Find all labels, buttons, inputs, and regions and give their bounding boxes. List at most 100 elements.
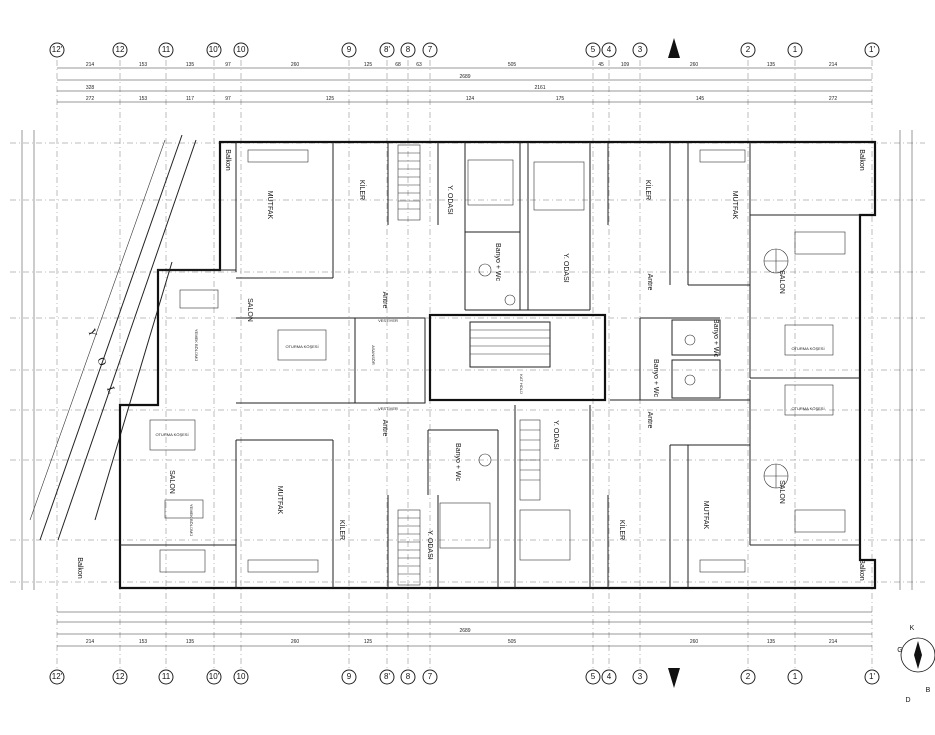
dim-value: 135	[767, 639, 776, 645]
axis-label: 8	[406, 45, 411, 54]
compass-letter-g: G	[897, 647, 902, 654]
axis-label: 1	[793, 45, 798, 54]
horizontal-grid-lines	[10, 142, 925, 583]
axis-label: 3	[638, 45, 643, 54]
room-label-balkon-top-right: Balkon	[858, 149, 865, 171]
street-label: Y O L	[85, 327, 120, 405]
room-label-vestiyer-top: VESTİYER	[378, 318, 398, 323]
room-label-salon-top-right: SALON	[778, 270, 785, 294]
dim-value: 272	[86, 96, 95, 102]
axis-label: 12	[116, 672, 125, 681]
room-label-banyo-top: Banyo + Wc	[494, 243, 501, 281]
room-label-antre-bottom-left: Antre	[381, 420, 388, 437]
dim-value: 214	[86, 62, 95, 68]
room-label-oturma-3: OTURMA KÖŞESİ	[791, 346, 824, 351]
dim-value: 125	[326, 96, 335, 102]
dim-value: 260	[291, 639, 300, 645]
room-label-balkon-top-left: Balkon	[224, 149, 231, 171]
side-dimensions	[21, 130, 913, 590]
axis-label: 4	[607, 45, 612, 54]
dim-value: 153	[139, 639, 148, 645]
room-label-mutfak-bottom-left: MUTFAK	[276, 486, 283, 515]
room-label-banyo-mid: Banyo + Wc	[652, 359, 659, 397]
dim-value: 135	[186, 62, 195, 68]
room-label-oturma-2: OTURMA KÖŞESİ	[155, 432, 188, 437]
dim-value: 260	[291, 62, 300, 68]
dim-value: 125	[364, 62, 373, 68]
dim-value: 45	[598, 62, 604, 68]
room-label-antre-bottom-right: Antre	[646, 412, 653, 429]
room-label-yodasi-top-right: Y. ODASI	[562, 253, 569, 282]
axis-label: 2	[746, 672, 751, 681]
room-label-asansor: ASANSÖR	[371, 345, 376, 365]
dim-value: 68	[395, 62, 401, 68]
interior-walls	[120, 142, 860, 588]
axis-label: 4	[607, 672, 612, 681]
stairs	[397, 144, 541, 586]
top-dimensions: 214 153 135 97 260 125 68 63 505 45 109 …	[57, 62, 872, 103]
room-labels: Balkon Balkon Balkon Balkon MUTFAK MUTFA…	[76, 149, 865, 581]
axis-label: 9	[347, 672, 352, 681]
dim-value: 135	[186, 639, 195, 645]
dim-value: 272	[829, 96, 838, 102]
axis-label: 12'	[52, 45, 63, 54]
dim-value: 214	[829, 639, 838, 645]
dim-value: 109	[621, 62, 630, 68]
room-label-yodasi-bottom-left: Y. ODASI	[426, 530, 433, 559]
axis-label: 8'	[384, 672, 390, 681]
dim-value: 260	[690, 62, 699, 68]
dim-value: 97	[225, 62, 231, 68]
axis-label: 11	[162, 672, 171, 681]
dim-value: 328	[86, 85, 95, 91]
axis-label: 5	[591, 672, 596, 681]
dim-value: 505	[508, 639, 517, 645]
axis-label: 5	[591, 45, 596, 54]
room-label-yemek-2: YEMEK BÖLÜMÜ	[189, 504, 194, 536]
room-label-banyo-bottom: Banyo + Wc	[454, 443, 461, 481]
axis-label: 1'	[869, 45, 875, 54]
room-label-antre-top-left: Antre	[381, 292, 388, 309]
room-label-antre-top-right: Antre	[646, 274, 653, 291]
compass-letter-d: D	[905, 697, 910, 704]
dim-value: 117	[186, 96, 194, 102]
room-label-kiler-top-left: KİLER	[358, 180, 367, 200]
axis-label: 10	[237, 672, 246, 681]
dim-value: 214	[829, 62, 838, 68]
bottom-axis-markers: 12' 12 11 10' 10 9 8' 8 7 5 4 3 2 1 1'	[49, 668, 880, 688]
room-label-balkon-bottom-left: Balkon	[76, 557, 83, 579]
dim-value: 153	[139, 62, 148, 68]
room-label-oturma-1: OTURMA KÖŞESİ	[285, 344, 318, 349]
axis-label: 10	[237, 45, 246, 54]
dim-value: 260	[690, 639, 699, 645]
room-label-kat-holu: KAT HOLÜ	[519, 374, 524, 394]
room-label-kiler-bottom-right: KİLER	[618, 520, 627, 540]
axis-label: 1'	[869, 672, 875, 681]
bottom-dimensions: 214 153 135 260 125 505 260 135 214 2689	[57, 611, 872, 647]
room-label-salon-left: SALON	[246, 298, 253, 322]
axis-label: 8	[406, 672, 411, 681]
compass-rose: K D G B	[897, 625, 935, 704]
room-label-balkon-bottom-right: Balkon	[858, 559, 865, 581]
dim-value: 63	[416, 62, 422, 68]
room-label-yodasi-top-left: Y. ODASI	[446, 185, 453, 214]
dim-value: 135	[767, 62, 776, 68]
axis-label: 3	[638, 672, 643, 681]
axis-label: 1	[793, 672, 798, 681]
dim-value: 153	[139, 96, 148, 102]
room-label-mutfak-top-left: MUTFAK	[266, 191, 273, 220]
dim-value: 124	[466, 96, 475, 102]
room-label-vestiyer-bottom: VESTİYER	[378, 406, 398, 411]
axis-label: 11	[162, 45, 171, 54]
dim-value: 97	[225, 96, 231, 102]
room-label-kiler-bottom-left: KİLER	[338, 520, 347, 540]
axis-label: 10'	[209, 45, 220, 54]
top-axis-markers: 12' 12 11 10' 10 9 8' 8 7 5 4 3 2 1 1'	[49, 38, 880, 58]
room-label-oturma-4: OTURMA KÖŞESİ	[791, 406, 824, 411]
axis-label: 8'	[384, 45, 390, 54]
dim-total: 2689	[459, 74, 470, 80]
dim-value: 2161	[534, 85, 545, 91]
axis-label: 10'	[209, 672, 220, 681]
dim-value: 175	[556, 96, 565, 102]
axis-label: 2	[746, 45, 751, 54]
